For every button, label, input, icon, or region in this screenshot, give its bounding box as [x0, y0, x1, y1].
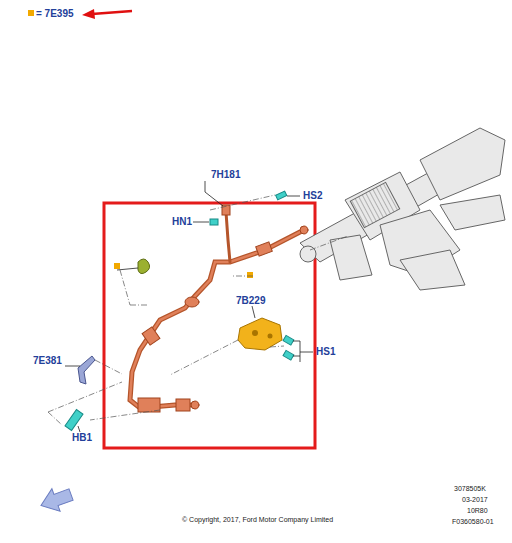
legend-square — [28, 10, 34, 16]
wiring-harness — [130, 205, 308, 412]
drawing-code: F0360580-01 — [452, 518, 494, 525]
callout-number: HN1 — [172, 217, 192, 227]
drawing-code: 10R80 — [467, 507, 488, 514]
drawing-code: 03-2017 — [462, 496, 488, 503]
mount-bracket — [78, 356, 95, 384]
harness-clip — [114, 259, 253, 278]
callout-number: 7B229 — [236, 296, 265, 306]
callout-number: = 7E395 — [36, 9, 74, 19]
callout-number: HS1 — [316, 347, 335, 357]
callout-number: 7H181 — [211, 170, 240, 180]
dash-lines — [48, 195, 348, 425]
callout-number: HB1 — [72, 433, 92, 443]
drawing-code: 3078505K — [454, 485, 486, 492]
bracket — [238, 318, 282, 350]
highlight-frame — [104, 203, 315, 448]
callout-number: HS2 — [303, 191, 322, 201]
steering-column — [300, 128, 505, 290]
callout-number: 7E381 — [33, 356, 62, 366]
bolts — [65, 191, 294, 430]
leader-lines — [65, 181, 313, 432]
view-arrow — [37, 483, 75, 516]
pointer-arrow — [82, 9, 132, 19]
copyright-caption: © Copyright, 2017, Ford Motor Company Li… — [182, 516, 333, 523]
